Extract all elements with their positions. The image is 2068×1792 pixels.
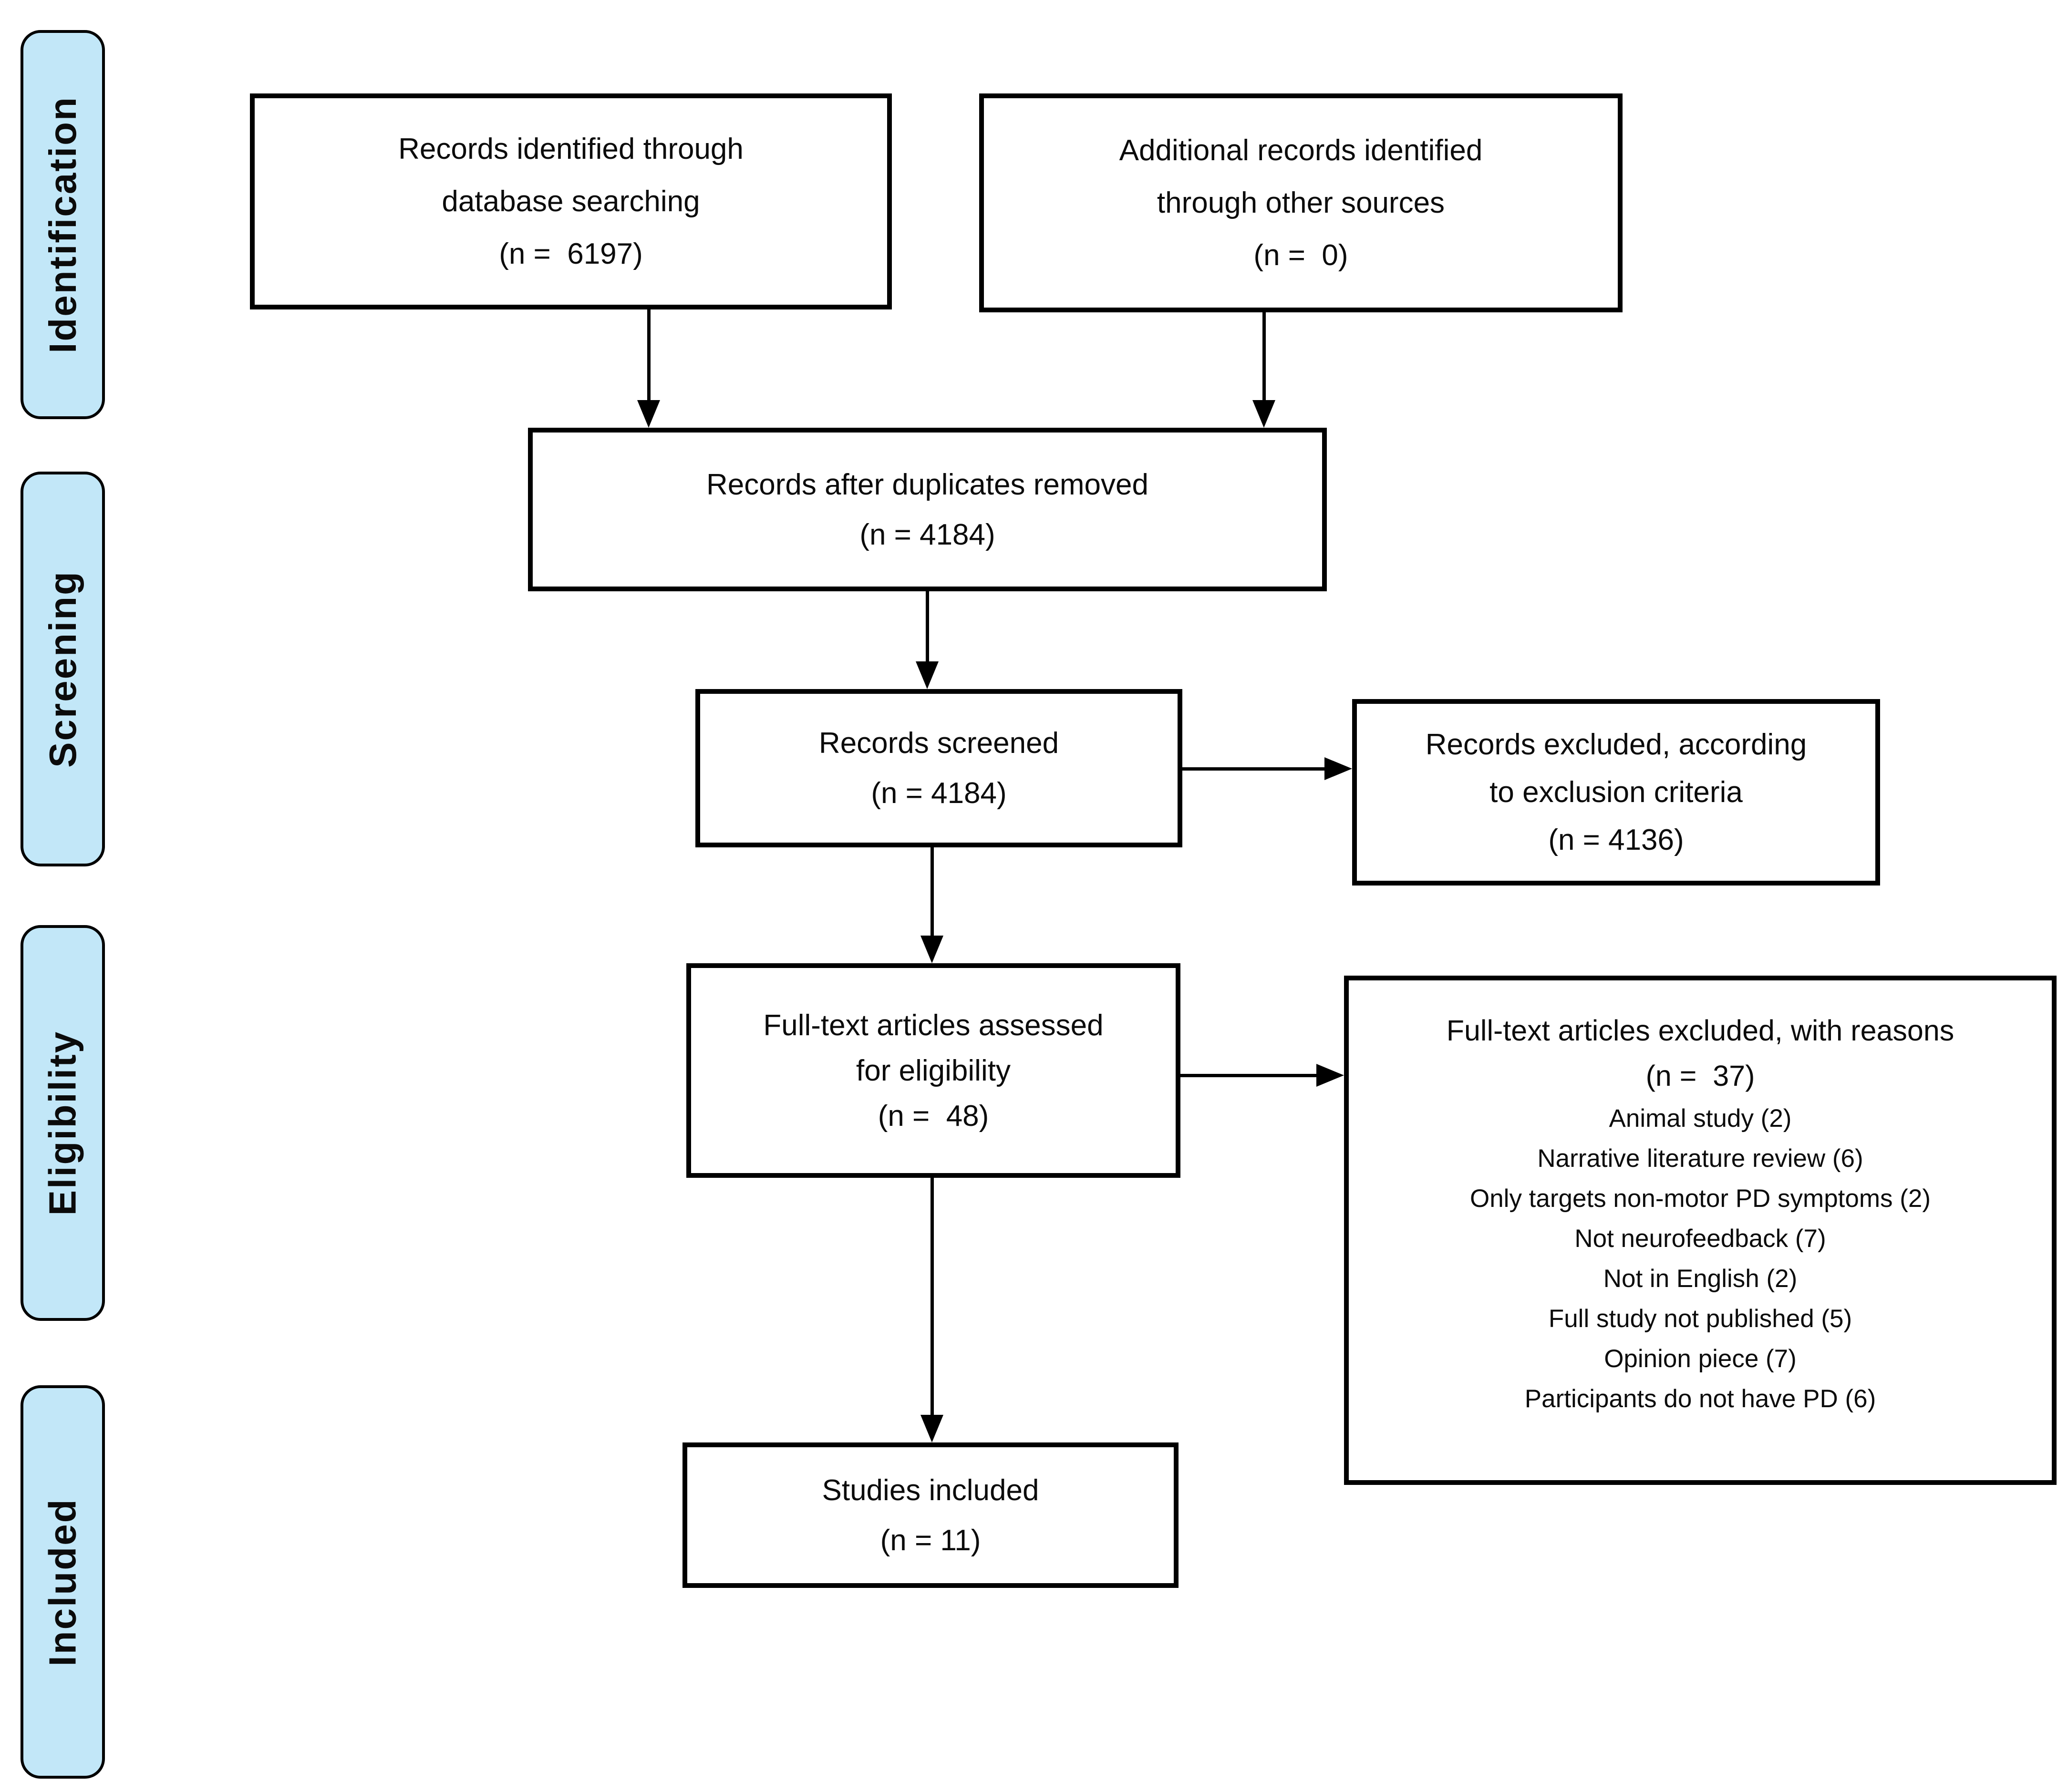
flow-box-count: (n = 48) (878, 1099, 989, 1133)
exclusion-reason: Only targets non-motor PD symptoms (2) (1469, 1184, 1931, 1213)
arrowhead-down-icon (1252, 400, 1275, 428)
flow-box-records-excluded: Records excluded, according to exclusion… (1352, 699, 1880, 886)
arrow-line-duplicates-to-screened (926, 591, 929, 662)
stage-label-identification: Identification (21, 30, 105, 419)
flow-box-text-line: to exclusion criteria (1489, 775, 1743, 809)
arrow-line-fulltext-to-included (931, 1178, 934, 1416)
flow-box-count: (n = 4136) (1548, 823, 1684, 856)
flow-box-count: (n = 11) (880, 1524, 981, 1557)
exclusion-reason: Not neurofeedback (7) (1574, 1225, 1826, 1253)
arrow-line-identified-to-duplicates (647, 309, 651, 401)
exclusion-reason: Narrative literature review (6) (1537, 1144, 1863, 1173)
flow-box-records-screened: Records screened (n = 4184) (695, 689, 1182, 847)
stage-label-included-text: Included (41, 1498, 84, 1666)
stage-label-screening: Screening (21, 472, 105, 866)
arrow-line-additional-to-duplicates (1262, 312, 1266, 401)
stage-label-eligibility: Eligibility (21, 925, 105, 1321)
flow-box-text-line: Full-text articles assessed (763, 1009, 1104, 1042)
stage-label-included: Included (21, 1385, 105, 1779)
arrowhead-right-icon (1324, 757, 1352, 780)
stage-label-eligibility-text: Eligibility (41, 1030, 84, 1216)
flow-box-text-line: Studies included (822, 1473, 1039, 1507)
arrowhead-down-icon (920, 936, 943, 963)
flow-box-records-identified: Records identified through database sear… (250, 93, 892, 309)
flow-box-text-line: Records identified through (398, 132, 744, 165)
flow-box-text-line: for eligibility (856, 1054, 1011, 1087)
exclusion-reason: Full study not published (5) (1548, 1305, 1852, 1333)
stage-label-identification-text: Identification (41, 96, 84, 353)
exclusion-reason: Opinion piece (7) (1604, 1345, 1797, 1373)
exclusion-reason: Animal study (2) (1609, 1104, 1792, 1133)
flow-box-studies-included: Studies included (n = 11) (682, 1442, 1179, 1588)
flow-box-count: (n = 4184) (859, 518, 995, 551)
flow-box-count: (n = 0) (1253, 238, 1348, 272)
arrowhead-down-icon (920, 1415, 943, 1442)
flow-box-title: Full-text articles excluded, with reason… (1446, 1014, 1954, 1047)
exclusion-reason: Not in English (2) (1603, 1265, 1798, 1293)
flow-box-text-line: database searching (442, 185, 700, 218)
flow-box-fulltext-assessed: Full-text articles assessed for eligibil… (686, 963, 1180, 1178)
flow-box-text-line: Records excluded, according (1425, 728, 1807, 761)
flow-box-count: (n = 37) (1645, 1060, 1755, 1092)
flow-box-count: (n = 6197) (499, 237, 643, 270)
flow-box-fulltext-excluded: Full-text articles excluded, with reason… (1344, 976, 2057, 1485)
flow-box-text-line: Records after duplicates removed (706, 468, 1148, 501)
flow-box-count: (n = 4184) (871, 777, 1007, 810)
flow-box-text-line: Additional records identified (1119, 134, 1483, 167)
exclusion-reason: Participants do not have PD (6) (1524, 1385, 1876, 1413)
flow-box-text-line: Records screened (818, 727, 1059, 760)
arrow-line-screened-to-excluded (1182, 767, 1325, 771)
stage-label-screening-text: Screening (41, 570, 84, 768)
arrow-line-fulltext-to-excluded (1180, 1074, 1316, 1077)
arrowhead-down-icon (637, 400, 660, 428)
arrowhead-down-icon (916, 661, 939, 689)
flow-box-additional-records: Additional records identified through ot… (979, 93, 1623, 312)
flow-box-duplicates-removed: Records after duplicates removed (n = 41… (528, 428, 1327, 591)
arrow-line-screened-to-fulltext (931, 847, 934, 937)
arrowhead-right-icon (1316, 1064, 1344, 1087)
flow-box-text-line: through other sources (1157, 186, 1445, 219)
